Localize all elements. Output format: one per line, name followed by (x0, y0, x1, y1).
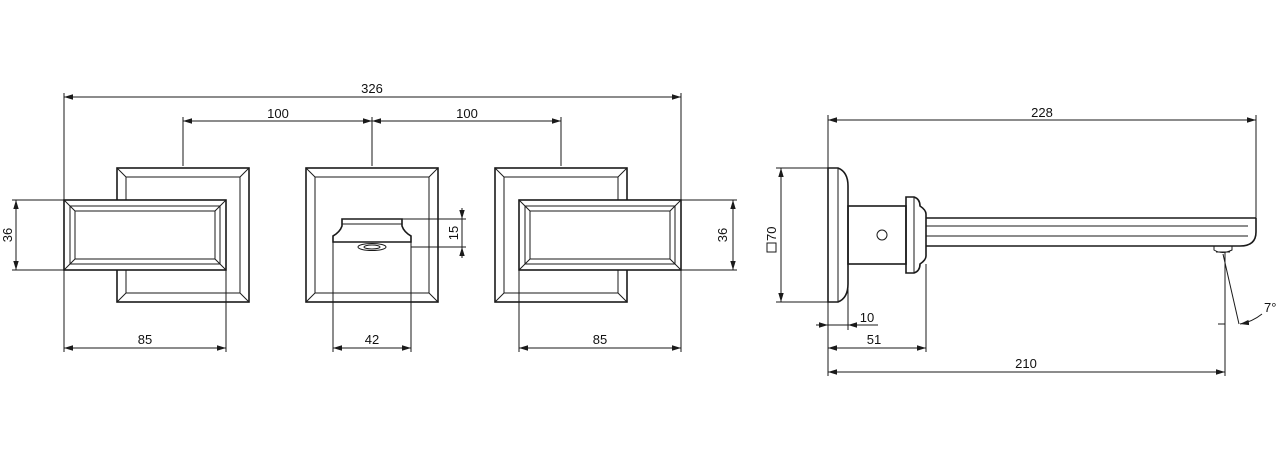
dimension-overall-width: 326 (63, 81, 682, 200)
label-side-length: 228 (1031, 105, 1053, 120)
label-outlet-reach: 210 (1015, 356, 1037, 371)
label-left-handle-width: 85 (138, 332, 152, 347)
spout-assembly (305, 167, 439, 303)
center-wall-plate (305, 167, 439, 303)
label-plate-size: 70 (764, 227, 779, 241)
set-screw (876, 229, 888, 241)
dimension-spout-height: 15 (402, 208, 466, 258)
dimension-body-depth: 51 (827, 264, 927, 376)
dimension-plate-size: 70 (764, 167, 828, 303)
label-overall-width: 326 (361, 81, 383, 96)
label-spout-width: 42 (365, 332, 379, 347)
label-spout-angle: 7° (1264, 300, 1276, 315)
label-left-handle-height: 36 (0, 228, 15, 242)
dimension-wall-offset: 10 (816, 284, 878, 330)
right-lever-handle (518, 199, 682, 271)
right-handle-assembly (494, 167, 682, 303)
dimension-side-length: 228 (827, 105, 1257, 218)
front-view: 326 100 100 36 36 (0, 81, 737, 352)
label-spacing-right: 100 (456, 106, 478, 121)
left-handle-assembly (63, 167, 250, 303)
label-body-depth: 51 (867, 332, 881, 347)
dimension-spout-angle: 7° (1218, 253, 1276, 326)
dimension-right-handle-height: 36 (681, 199, 737, 271)
dimension-spacing: 100 100 (182, 106, 562, 166)
aerator (357, 243, 387, 251)
left-lever-handle (63, 199, 227, 271)
side-view: 228 70 10 51 (764, 105, 1276, 376)
label-right-handle-height: 36 (715, 228, 730, 242)
side-collar (905, 196, 927, 274)
dimension-bottom-widths: 85 42 85 (63, 242, 682, 352)
spout-outlet (332, 218, 412, 243)
label-spout-height: 15 (446, 226, 461, 240)
square-symbol-icon (766, 242, 777, 253)
label-right-handle-width: 85 (593, 332, 607, 347)
label-wall-offset: 10 (860, 310, 874, 325)
dimension-left-handle-height: 36 (0, 199, 64, 271)
dimension-outlet-reach: 210 (828, 252, 1226, 376)
side-spout-arm (926, 218, 1257, 247)
label-spacing-left: 100 (267, 106, 289, 121)
